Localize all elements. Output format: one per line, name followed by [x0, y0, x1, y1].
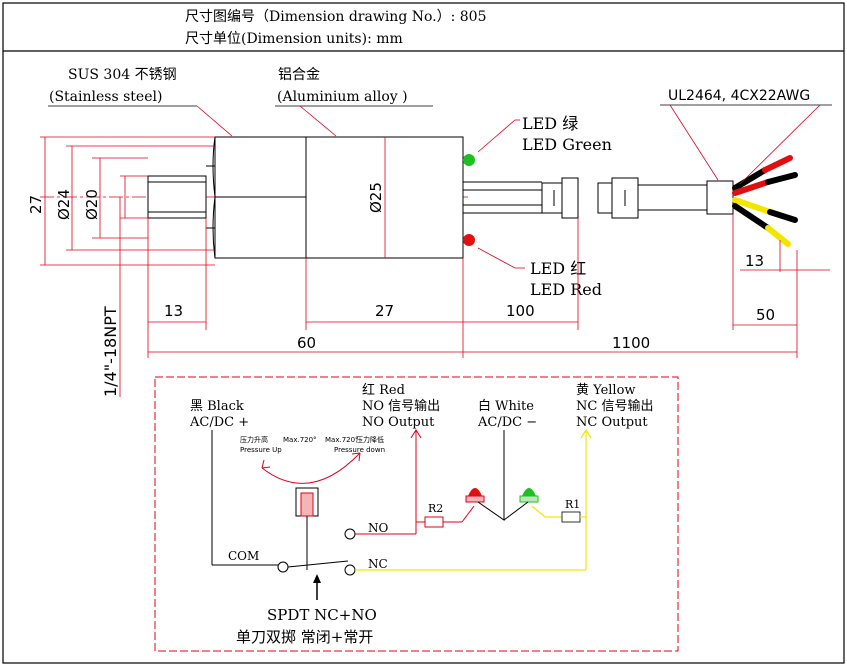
- green-led-icon: [519, 488, 539, 503]
- yellow-circuit: [355, 428, 592, 571]
- com-label: COM: [228, 549, 259, 563]
- bottom-dimensions: [147, 214, 830, 358]
- dim-27-left: 27: [27, 195, 45, 214]
- red-output: NO Output: [362, 415, 435, 430]
- max-right: Max.720°: [325, 436, 359, 444]
- dim-24: Ø24: [55, 189, 73, 220]
- r2-label: R2: [428, 502, 443, 515]
- thread-label: 1/4"-18NPT: [101, 306, 120, 397]
- dim-100: 100: [506, 302, 535, 320]
- pressure-down-en: Pressure down: [334, 446, 385, 454]
- led-green-en: LED Green: [522, 135, 612, 154]
- left-dimensions: [40, 136, 215, 266]
- dim-13-left: 13: [164, 302, 183, 320]
- r1-label: R1: [565, 498, 580, 511]
- pressure-up-cn: 压力升高: [240, 435, 268, 444]
- cable-wire-ends: [732, 155, 798, 247]
- alu-label-en: (Aluminium alloy ): [277, 89, 408, 105]
- cable-leader: [669, 104, 719, 181]
- led-red-en: LED Red: [530, 280, 602, 299]
- white-wire: [477, 430, 529, 521]
- drawing-number: 尺寸图编号（Dimension drawing No.）: 805: [185, 9, 487, 25]
- led-red-icon: [463, 234, 475, 246]
- alu-label-cn: 铝合金: [278, 67, 320, 83]
- spdt-switch: [211, 430, 356, 576]
- white-label: 白 White: [478, 398, 534, 414]
- spdt-label-cn: 单刀双掷 常闭+常开: [236, 628, 373, 646]
- sus-label-cn: SUS 304 不锈钢: [68, 67, 177, 83]
- aluminium-body: [305, 136, 464, 259]
- dim-60: 60: [297, 334, 316, 352]
- white-acdc: AC/DC −: [477, 415, 537, 430]
- schematic-box: [154, 376, 679, 652]
- nc-label: NC: [368, 557, 388, 571]
- dim-13-right: 13: [745, 252, 764, 270]
- sus-leader: [196, 105, 233, 137]
- red-led-icon: [465, 488, 485, 503]
- led-red-cn: LED 红: [530, 259, 586, 278]
- cable-leader-2: [739, 104, 821, 185]
- dim-25: Ø25: [367, 182, 385, 213]
- black-acdc: AC/DC +: [189, 415, 249, 430]
- no-label: NO: [368, 521, 389, 535]
- red-label: 红 Red: [362, 382, 405, 398]
- sus-label-en: (Stainless steel): [49, 89, 162, 105]
- led-green-cn: LED 绿: [522, 114, 578, 133]
- dimension-units: 尺寸单位(Dimension units): mm: [185, 31, 403, 47]
- dim-50: 50: [756, 306, 775, 324]
- dim-27-body: 27: [375, 302, 394, 320]
- connector: [541, 177, 639, 219]
- red-no: NO 信号输出: [362, 398, 440, 414]
- cable-label: UL2464, 4CX22AWG: [668, 88, 810, 104]
- red-circuit: [355, 429, 475, 535]
- pressure-down-cn: 压力降低: [356, 435, 384, 444]
- max-left: Max.720°: [283, 436, 317, 444]
- stainless-hex: [212, 136, 309, 259]
- pressure-arc: [261, 452, 361, 484]
- piston-icon: [295, 487, 319, 570]
- dim-1100: 1100: [612, 334, 650, 352]
- black-label: 黑 Black: [190, 399, 244, 414]
- pressure-up-en: Pressure Up: [240, 446, 282, 454]
- dim-20: Ø20: [83, 189, 101, 220]
- spdt-label: SPDT NC+NO: [267, 606, 377, 624]
- npt-thread: [147, 165, 215, 229]
- yellow-label: 黄 Yellow: [576, 383, 636, 398]
- led-green-icon: [463, 154, 475, 166]
- yellow-nc: NC 信号输出: [576, 398, 653, 414]
- alu-leader: [299, 105, 337, 137]
- yellow-output: NC Output: [576, 415, 648, 430]
- cable: [638, 180, 734, 215]
- lead-wires: [463, 181, 542, 214]
